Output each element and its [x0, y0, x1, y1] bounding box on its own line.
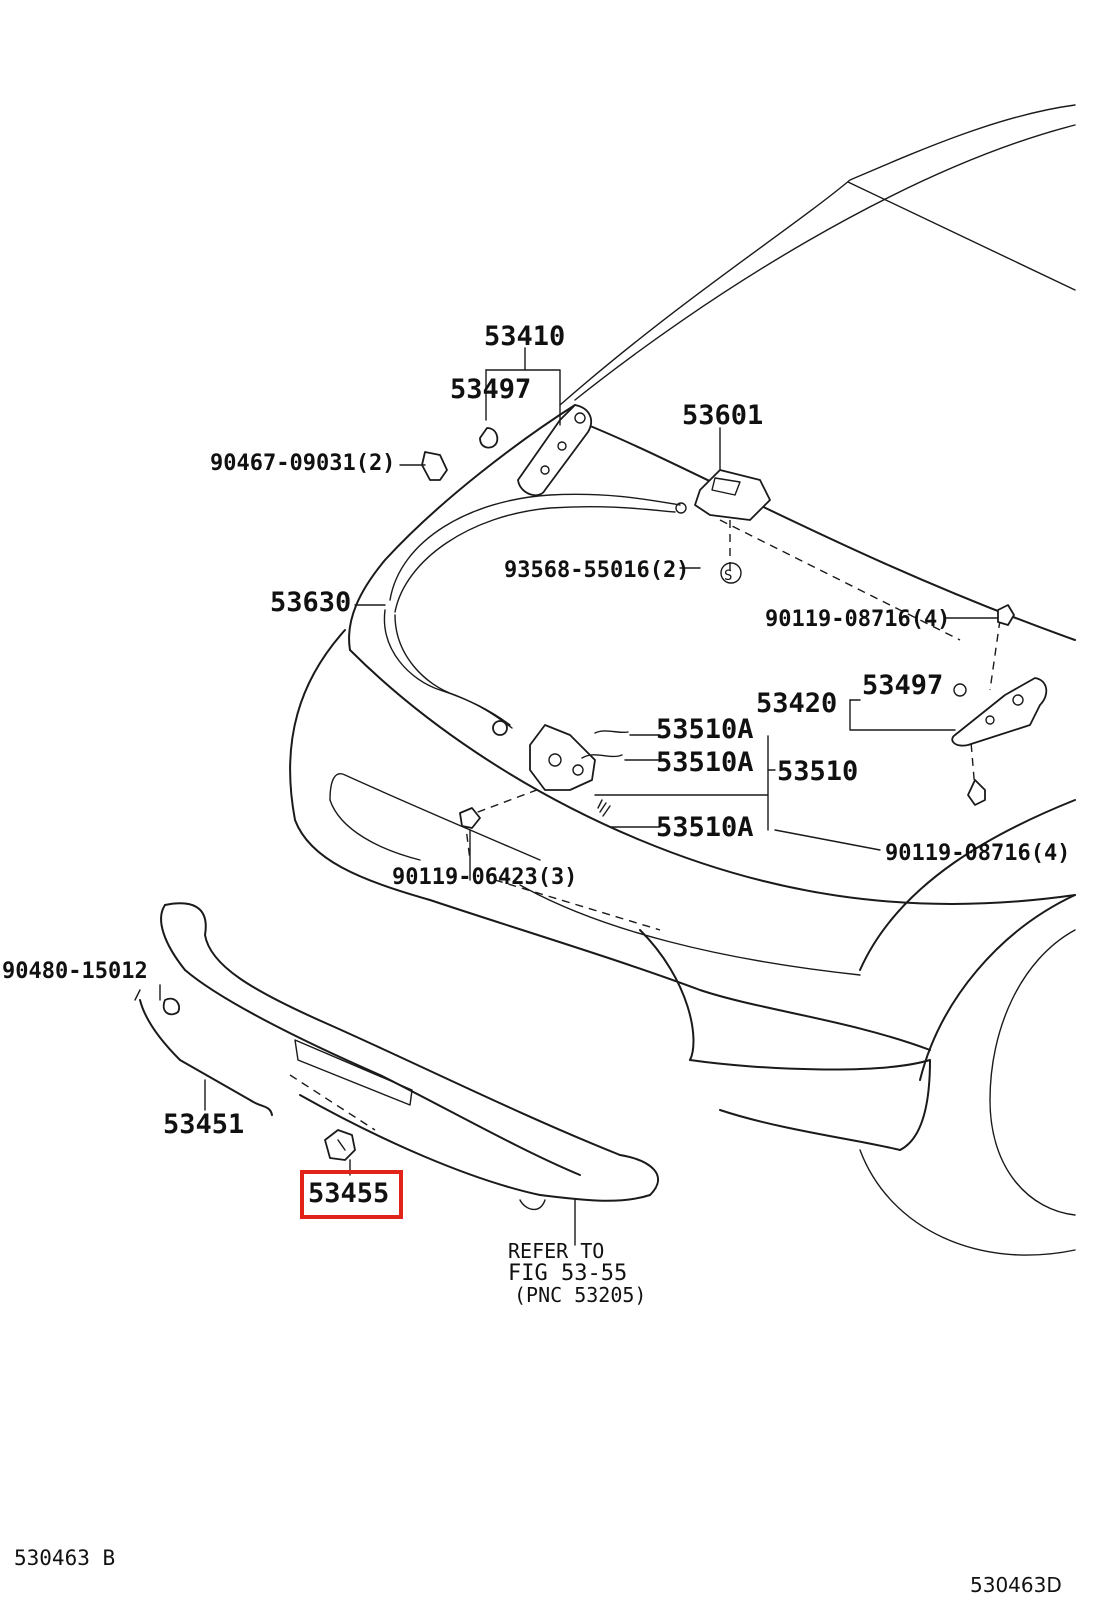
label-53497-right: 53497 — [862, 670, 943, 701]
label-90467-09031: 90467-09031(2) — [210, 451, 395, 476]
hinge-53420 — [720, 562, 1048, 806]
label-s-mark: S — [724, 568, 732, 584]
label-53410: 53410 — [484, 321, 565, 352]
label-53420: 53420 — [756, 688, 837, 719]
diagram-code-left: 530463 B — [14, 1546, 115, 1570]
label-53510A-1: 53510A — [656, 714, 754, 745]
cushion-53497-top — [479, 427, 499, 449]
label-53510: 53510 — [777, 756, 858, 787]
label-90119-08716-top: 90119-08716(4) — [765, 607, 950, 632]
car-body-outline — [289, 104, 1076, 1256]
label-53630: 53630 — [270, 587, 351, 618]
label-53451: 53451 — [163, 1109, 244, 1140]
label-53455: 53455 — [308, 1178, 389, 1209]
label-53510A-2: 53510A — [656, 747, 754, 778]
hinge-53410 — [517, 404, 592, 497]
label-53510A-3: 53510A — [656, 812, 754, 843]
refer-note-line-1: REFER TO — [508, 1239, 604, 1263]
diagram-code-right: 530463D — [970, 1573, 1062, 1597]
bolt-90119-06423 — [459, 807, 481, 829]
label-90480-15012: 90480-15012 — [2, 959, 148, 984]
latch-53510 — [492, 720, 629, 817]
label-90119-06423: 90119-06423(3) — [392, 865, 577, 890]
hood-support-assembly — [134, 902, 660, 1211]
refer-note-line-3: (PNC 53205) — [514, 1283, 646, 1307]
label-90119-08716-bottom: 90119-08716(4) — [885, 841, 1070, 866]
label-53601: 53601 — [682, 400, 763, 431]
label-93568-55016: 93568-55016(2) — [504, 558, 689, 583]
part-labels: 53410 53497 53601 90467-09031(2) 93568-5… — [2, 321, 1070, 1307]
label-53497-top: 53497 — [450, 374, 531, 405]
refer-note-line-2: FIG 53-55 — [508, 1261, 627, 1286]
lock-53601 — [675, 469, 771, 521]
bolt-90467 — [421, 451, 448, 481]
leader-lines — [159, 347, 999, 1246]
highlight-box-53455 — [300, 1170, 403, 1219]
